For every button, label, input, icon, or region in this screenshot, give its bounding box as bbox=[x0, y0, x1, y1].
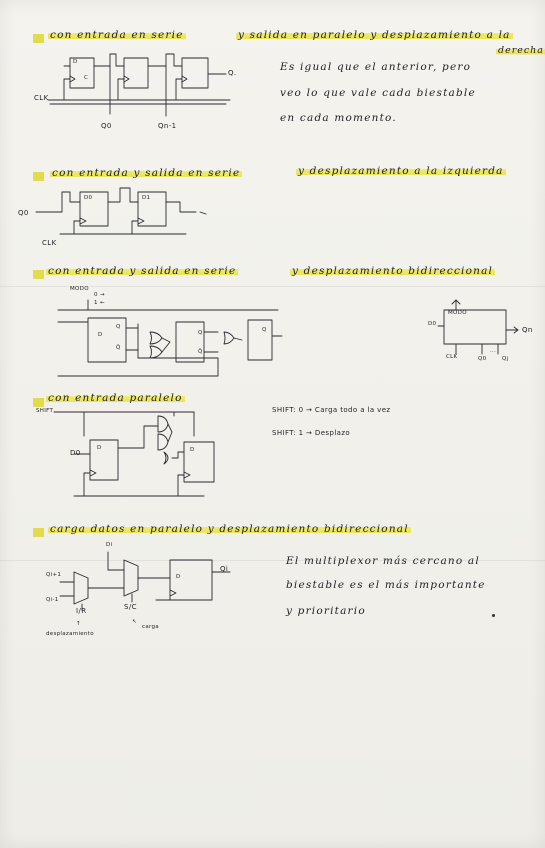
section4-title: con entrada paralelo bbox=[46, 392, 185, 404]
q0-label: Q0 bbox=[18, 209, 29, 217]
highlight-bullet bbox=[33, 398, 44, 407]
register-block bbox=[444, 310, 506, 344]
flip-flop bbox=[176, 322, 204, 362]
section5-note-line: y prioritario bbox=[286, 605, 366, 617]
flip-flop bbox=[182, 58, 208, 88]
highlight-bullet bbox=[33, 172, 44, 181]
section2-title: con entrada y salida en serie bbox=[50, 167, 243, 179]
qi-minus-label: Qi-1 bbox=[46, 597, 59, 603]
desplazamiento-label: desplazamiento bbox=[46, 631, 94, 637]
ff-d-label: D bbox=[176, 574, 181, 580]
modo-label: MODO bbox=[70, 286, 89, 292]
serial-left-shift-diagram bbox=[20, 184, 220, 244]
highlight-bullet bbox=[33, 528, 44, 537]
section1-title-cont: y salida en paralelo y desplazamiento a … bbox=[236, 29, 513, 41]
section4-title-main: con entrada paralelo bbox=[46, 392, 185, 404]
block-q0-label: Q0 bbox=[478, 356, 487, 362]
multiplexer bbox=[74, 572, 88, 604]
q-output-label: Q. bbox=[228, 69, 237, 77]
section1-note-line: Es igual que el anterior, pero bbox=[280, 61, 472, 73]
section5-title-main: carga datos en paralelo y desplazamiento… bbox=[48, 523, 411, 535]
q0-label: Q0 bbox=[101, 122, 112, 130]
section5-note-line: El multiplexor más cercano al bbox=[286, 555, 480, 567]
flip-flop bbox=[138, 192, 166, 226]
flip-flop bbox=[90, 440, 118, 480]
ff-d-label: D bbox=[98, 332, 103, 338]
paper-fold bbox=[0, 286, 545, 287]
flip-flop bbox=[88, 318, 126, 362]
block-qn-label: Qn bbox=[522, 326, 533, 334]
section3-title: con entrada y salida en serie bbox=[46, 265, 239, 277]
flip-flop bbox=[170, 560, 212, 600]
serial-in-parallel-out-diagram bbox=[30, 52, 250, 132]
qi-plus-label: Qi+1 bbox=[46, 572, 62, 578]
flip-flop bbox=[184, 442, 214, 482]
section1-note-line: en cada momento. bbox=[280, 112, 397, 124]
qi-output-label: Qi bbox=[220, 565, 229, 573]
di-label: Di bbox=[106, 542, 113, 548]
ff-q-label: Q bbox=[116, 324, 121, 330]
ff-qbar-label: Q̄ bbox=[198, 349, 203, 355]
section3-title-cont: y desplazamiento bidireccional bbox=[290, 265, 496, 277]
paper-fold bbox=[0, 560, 545, 561]
ff-q-label: Q bbox=[262, 327, 267, 333]
left-arrow-icon: ↖ bbox=[132, 619, 137, 625]
clk-label: CLK bbox=[42, 239, 57, 247]
section1-title-rest: y salida en paralelo y desplazamiento a … bbox=[236, 29, 513, 41]
modo-option-0: 0 → bbox=[94, 292, 105, 298]
shift-register-block-symbol bbox=[438, 300, 528, 360]
section1-title: con entrada en serie bbox=[48, 29, 186, 41]
d0-label: D0 bbox=[84, 195, 93, 201]
section5-note-line: biestable es el más importante bbox=[286, 579, 486, 591]
section2-title-main: con entrada y salida en serie bbox=[50, 167, 243, 179]
section2-title-cont: y desplazamiento a la izquierda bbox=[296, 165, 506, 177]
modo-option-1: 1 ← bbox=[94, 300, 105, 306]
ink-dot bbox=[492, 614, 495, 617]
d1-label: D1 bbox=[142, 195, 151, 201]
section4-note-line: SHIFT: 1 → Desplazo bbox=[272, 429, 351, 437]
block-dots-label: ... bbox=[490, 348, 497, 354]
shift-label: SHIFT bbox=[36, 408, 54, 414]
section1-title-end-text: derecha bbox=[496, 45, 545, 56]
ff-d-label: D bbox=[73, 59, 78, 65]
multiplexer bbox=[124, 560, 138, 596]
up-arrow-icon: ↑ bbox=[76, 621, 81, 627]
carga-label: carga bbox=[142, 624, 159, 630]
section5-title: carga datos en paralelo y desplazamiento… bbox=[48, 523, 411, 535]
block-qj-label: Qj bbox=[502, 356, 509, 362]
qn-1-label: Qn-1 bbox=[158, 122, 177, 130]
bidirectional-shift-diagram bbox=[58, 296, 288, 386]
ff-d-label: D bbox=[97, 445, 102, 451]
d0-label: D0 bbox=[70, 449, 81, 457]
section4-note-line: SHIFT: 0 → Carga todo a la vez bbox=[272, 406, 391, 414]
ff-c-label: C bbox=[84, 75, 89, 81]
section3-title-rest: y desplazamiento bidireccional bbox=[290, 265, 496, 277]
section2-title-rest: y desplazamiento a la izquierda bbox=[296, 165, 506, 177]
parallel-load-diagram bbox=[54, 406, 224, 502]
section1-note-line: veo lo que vale cada biestable bbox=[280, 87, 476, 99]
ff-q-label: Q bbox=[198, 330, 203, 336]
section1-title-main: con entrada en serie bbox=[48, 29, 186, 41]
clk-label: CLK bbox=[34, 94, 49, 102]
ff-d-label: D bbox=[190, 447, 195, 453]
bidirectional-load-diagram bbox=[60, 552, 250, 610]
block-modo-label: MODO bbox=[448, 310, 467, 316]
section3-title-main: con entrada y salida en serie bbox=[46, 265, 239, 277]
i-r-label: I/R bbox=[76, 607, 87, 615]
flip-flop bbox=[248, 320, 272, 360]
block-clk-label: CLK bbox=[446, 354, 458, 360]
flip-flop bbox=[124, 58, 148, 88]
flip-flop bbox=[70, 58, 94, 88]
section1-title-end: derecha bbox=[496, 45, 545, 56]
block-d0-label: D0 bbox=[428, 321, 437, 327]
ff-qbar-label: Q̄ bbox=[116, 345, 121, 351]
s-c-label: S/C bbox=[124, 603, 137, 611]
flip-flop bbox=[80, 192, 108, 226]
highlight-bullet bbox=[33, 34, 44, 43]
highlight-bullet bbox=[33, 270, 44, 279]
